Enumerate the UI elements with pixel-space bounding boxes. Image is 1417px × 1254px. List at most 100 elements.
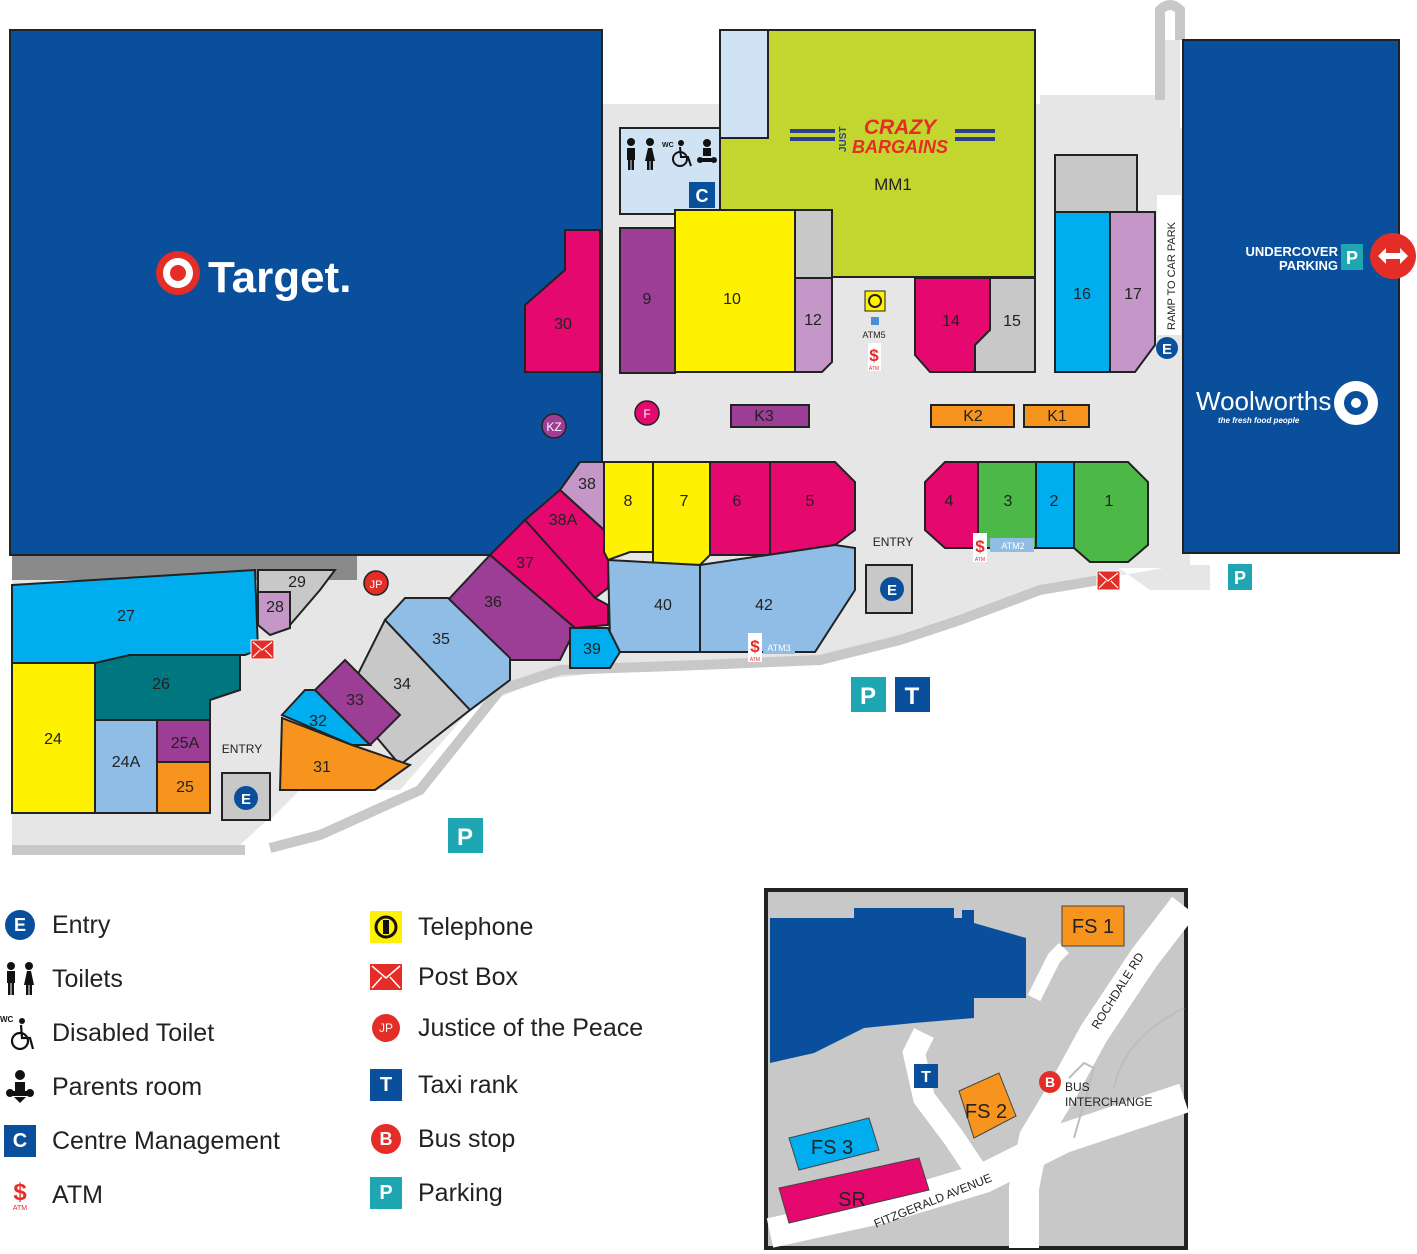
inset-fs2-label: FS 2 — [965, 1101, 1007, 1123]
parking-icon[interactable]: P — [1228, 564, 1252, 590]
inset-taxi-letter: T — [921, 1069, 931, 1086]
post-box-icon[interactable] — [1096, 570, 1121, 591]
shop-8[interactable] — [603, 461, 654, 562]
store-woolworths[interactable] — [1182, 39, 1400, 554]
shop-42[interactable] — [699, 543, 856, 653]
legend-parking-label: Parking — [418, 1178, 503, 1207]
shop-2[interactable] — [1035, 461, 1075, 549]
label-3: 3 — [1004, 493, 1013, 510]
inset-fs2[interactable] — [958, 1072, 1017, 1139]
woolworths-tagline: the fresh food people — [1218, 416, 1300, 425]
label-34: 34 — [393, 676, 411, 693]
woolworths-logo-icon — [1334, 381, 1378, 425]
f-icon[interactable]: F — [634, 400, 660, 426]
parents-room-icon — [697, 139, 717, 163]
label-12: 12 — [804, 312, 822, 329]
shop-7[interactable] — [652, 461, 711, 566]
label-26: 26 — [152, 676, 170, 693]
inset-centre-building — [770, 908, 1026, 1063]
shop-31[interactable] — [278, 716, 413, 791]
shop-30[interactable] — [524, 229, 601, 373]
legend-taxi-rank: T Taxi rank — [366, 1065, 518, 1105]
label-38: 38 — [578, 476, 596, 493]
shops-layer — [11, 154, 1156, 821]
inset-fs3[interactable] — [788, 1117, 880, 1171]
shop-unit-blank — [1054, 154, 1138, 213]
parents-room-icon — [0, 1067, 40, 1107]
legend-disabled-toilet-label: Disabled Toilet — [52, 1018, 215, 1047]
atm-icon: $ATM — [0, 1175, 40, 1215]
atm3-tag — [763, 641, 795, 654]
undercover-parking-icon — [1341, 244, 1363, 270]
wc-label: WC — [662, 142, 674, 149]
inset-fitzgerald-ave — [766, 1083, 1188, 1248]
shop-1[interactable] — [1073, 461, 1149, 563]
telephone-icon — [366, 907, 406, 947]
inset-fs1[interactable] — [1061, 905, 1125, 947]
atm-icon[interactable]: $ ATM — [973, 533, 987, 563]
shop-9[interactable] — [619, 227, 676, 374]
kiosk-k1[interactable] — [1023, 404, 1090, 428]
shop-15[interactable] — [974, 277, 1036, 373]
inset-taxi-icon[interactable] — [914, 1064, 938, 1088]
inset-bus-stop-icon[interactable] — [1039, 1071, 1061, 1093]
centre-management-icon: C — [0, 1121, 40, 1161]
bus-stop-icon: B — [366, 1119, 406, 1159]
shop-39[interactable] — [569, 627, 622, 669]
store-target[interactable] — [9, 29, 603, 556]
atm-icon[interactable]: $ ATM — [868, 343, 881, 372]
shop-16[interactable] — [1054, 211, 1111, 373]
label-k1: K1 — [1047, 408, 1067, 425]
entry-icon[interactable]: E — [1156, 337, 1178, 359]
outer-wall — [12, 575, 1101, 855]
shop-labels: 30 9 10 12 14 15 16 17 K3 K2 K1 38 38A 3… — [44, 286, 1142, 796]
ramp-sign — [1157, 195, 1181, 335]
kz-icon[interactable]: KZ — [541, 413, 567, 439]
svg-text:$: $ — [13, 1179, 27, 1206]
legend-jp-label: Justice of the Peace — [418, 1013, 644, 1042]
kz-label: KZ — [546, 420, 561, 434]
inset-access-road — [902, 1028, 984, 1175]
label-15: 15 — [1003, 313, 1021, 330]
label-30: 30 — [554, 316, 572, 333]
atm-icon[interactable]: $ ATM — [748, 633, 762, 663]
shop-12[interactable] — [794, 277, 833, 373]
entry-icon[interactable]: E — [234, 786, 258, 810]
store-storage — [719, 29, 769, 139]
justice-of-the-peace-icon[interactable]: JP — [363, 570, 389, 596]
label-9: 9 — [643, 291, 652, 308]
taxi-rank-icon[interactable]: T — [895, 677, 930, 712]
inset-rochdale-rd — [1009, 896, 1188, 1248]
jp-label: JP — [370, 579, 383, 591]
shop-17[interactable] — [1109, 211, 1156, 373]
parking-icon[interactable]: P — [448, 818, 483, 853]
shop-32[interactable] — [280, 689, 373, 746]
shop-27[interactable] — [11, 568, 260, 664]
centre-management-icon[interactable] — [689, 182, 715, 208]
shop-24[interactable] — [11, 662, 96, 814]
atm-dollar: $ — [750, 637, 760, 656]
crazy-bargains-line2: BARGAINS — [852, 137, 948, 157]
legend-parents-room: Parents room — [0, 1067, 202, 1107]
label-27: 27 — [117, 608, 135, 625]
shop-40[interactable] — [606, 558, 701, 653]
label-33: 33 — [346, 692, 364, 709]
entry-icon[interactable]: E — [880, 577, 904, 601]
svg-text:ATM: ATM — [13, 1205, 27, 1212]
telephone-icon[interactable] — [864, 290, 886, 312]
post-box-icon[interactable] — [250, 639, 275, 660]
inset-bus-path — [1068, 1061, 1096, 1139]
label-1: 1 — [1105, 493, 1114, 510]
legend-atm: $ATM ATM — [0, 1175, 103, 1215]
kiosk-k3[interactable] — [730, 404, 810, 428]
kiosk-k2[interactable] — [930, 404, 1015, 428]
shop-25[interactable] — [156, 761, 211, 814]
atm2-tag — [990, 538, 1034, 552]
shop-28[interactable] — [257, 591, 291, 637]
parking-icon[interactable]: P — [851, 677, 886, 712]
inset-sr[interactable] — [778, 1157, 930, 1224]
entry-south-label: ENTRY — [873, 535, 913, 549]
shop-3[interactable] — [977, 461, 1037, 549]
inset-road-edge — [1113, 1007, 1185, 1089]
legend-post-box: Post Box — [366, 957, 518, 997]
